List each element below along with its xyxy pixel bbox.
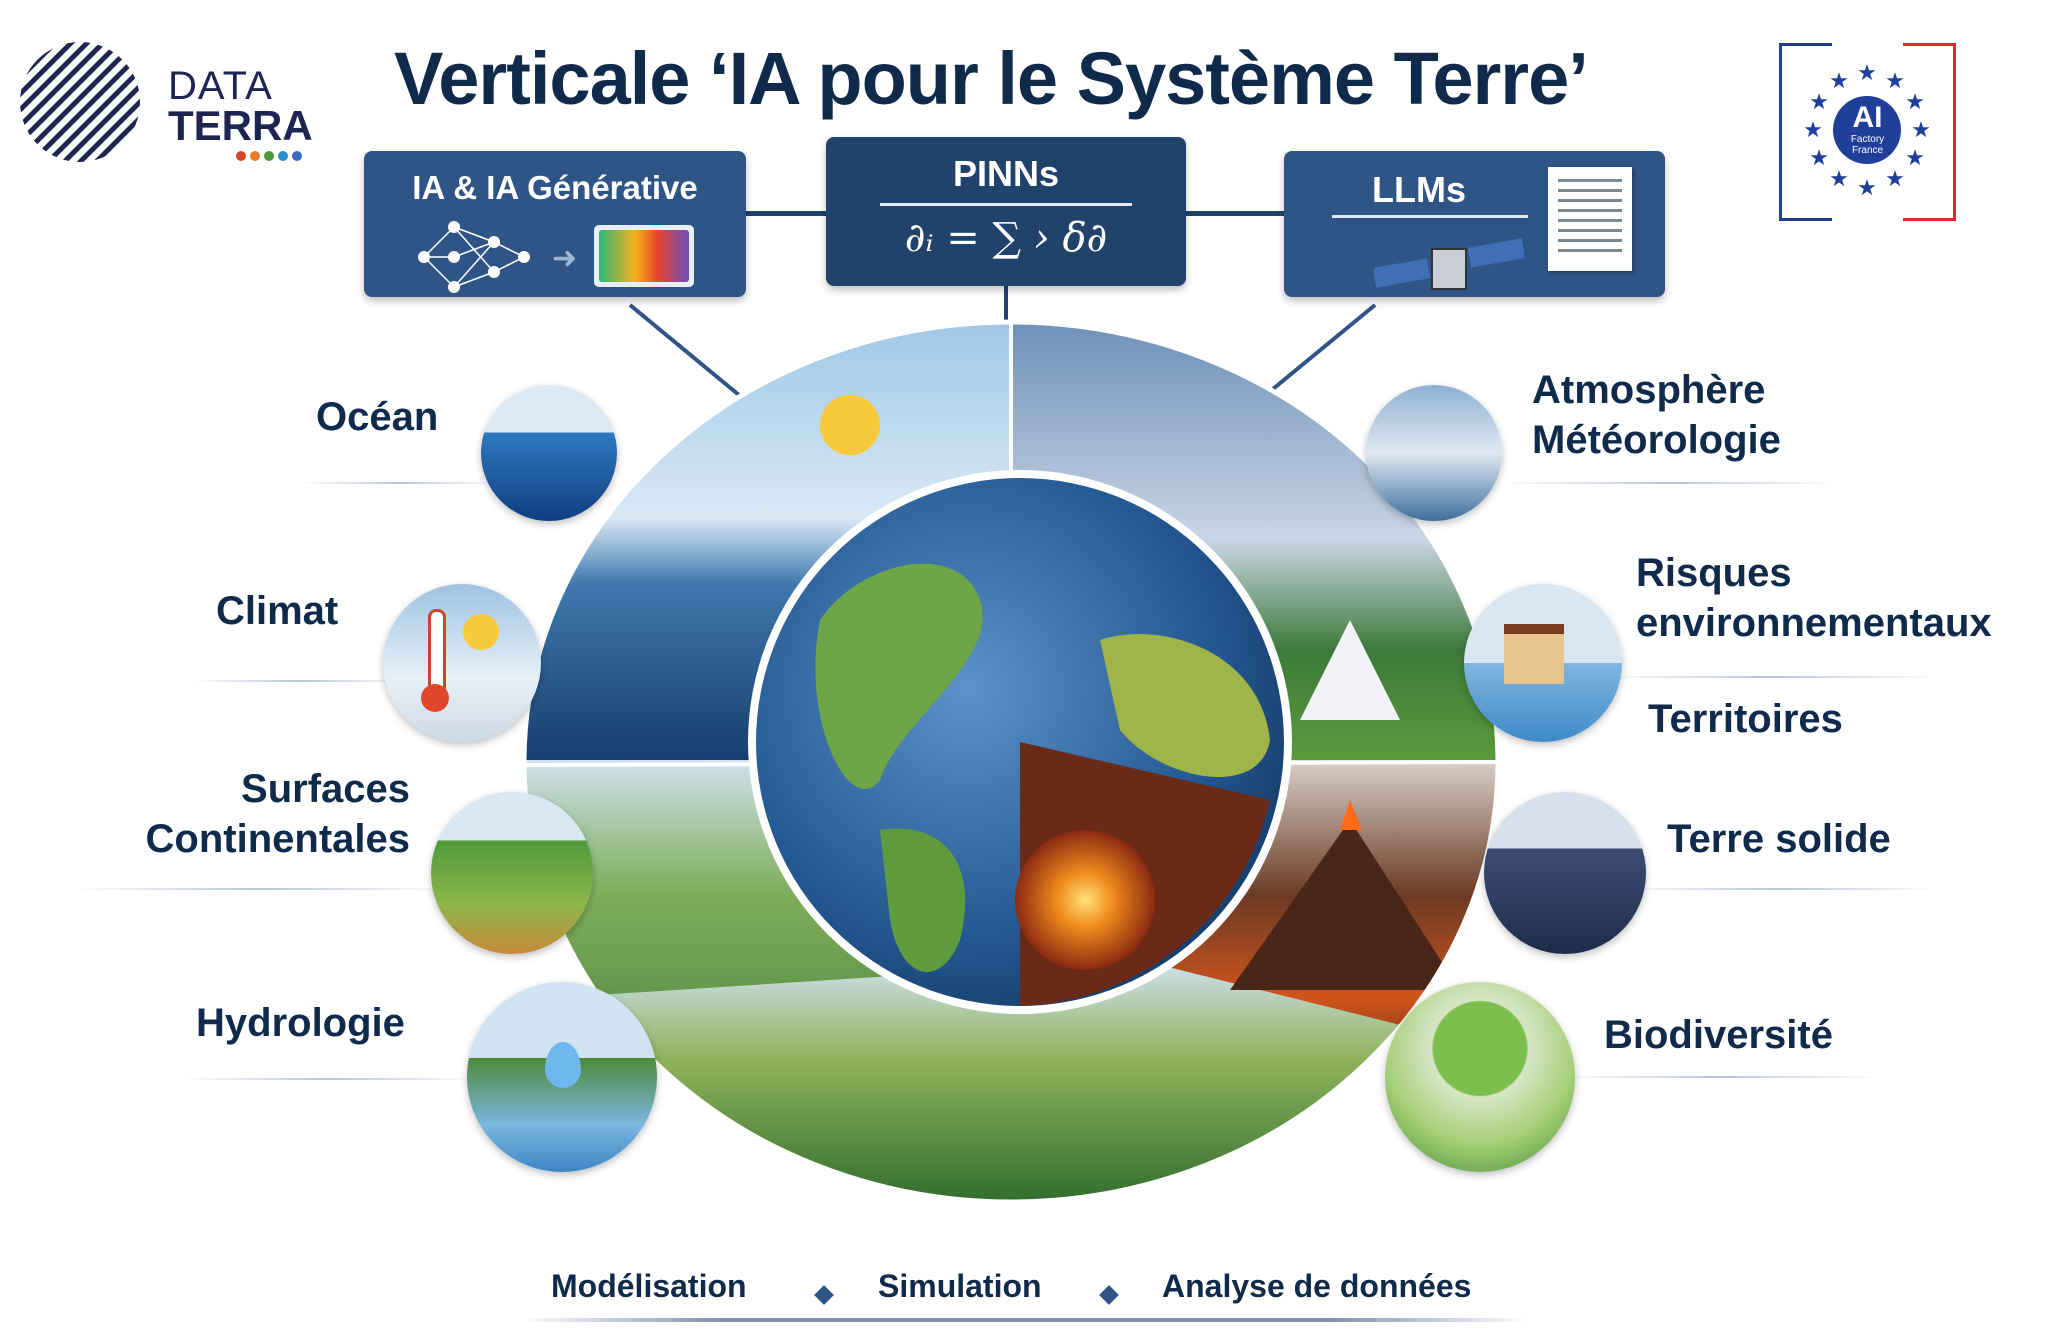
- svg-text:★: ★: [1809, 146, 1829, 171]
- method-label: LLMs: [1372, 169, 1466, 210]
- label-line: Atmosphère: [1532, 368, 1766, 412]
- svg-text:★: ★: [1803, 118, 1823, 143]
- method-label: PINNs: [952, 153, 1060, 194]
- eu-stars-icon: ★★★★ ★★★★ ★★★★: [1803, 61, 1931, 201]
- ai-text: AI: [1852, 101, 1883, 134]
- footer-underline: [520, 1318, 1530, 1322]
- continental-surfaces-icon: [431, 792, 593, 954]
- underline: [1500, 482, 1840, 484]
- hydrology-water-drop-icon: [467, 982, 657, 1172]
- neural-network-icon: [418, 221, 530, 293]
- svg-text:★: ★: [1905, 146, 1925, 171]
- climate-thermometer-icon: [383, 584, 541, 742]
- underline: [70, 888, 450, 890]
- domain-label-biodiversite: Biodiversité: [1604, 1013, 1833, 1057]
- underline: [1600, 676, 1940, 678]
- connector-line: [746, 211, 826, 216]
- method-box-ia-generative: IA & IA Générative ➜: [364, 151, 746, 297]
- satellite-icon: [1374, 238, 1524, 290]
- domain-label-climat: Climat: [216, 589, 339, 633]
- label-line: Surfaces: [241, 767, 410, 811]
- svg-text:★: ★: [1829, 167, 1849, 192]
- method-label: IA & IA Générative: [412, 169, 698, 206]
- svg-text:★: ★: [1829, 69, 1849, 94]
- label-line: Météorologie: [1532, 418, 1781, 462]
- data-terra-logo: DATA TERRA: [18, 40, 328, 170]
- divider: [880, 203, 1132, 206]
- domain-label-risques: Risques environnementaux: [1636, 548, 1992, 648]
- underline: [1560, 1076, 1880, 1078]
- domain-label-terre-solide: Terre solide: [1667, 817, 1891, 861]
- domain-label-ocean: Océan: [316, 395, 439, 439]
- striped-circle-icon: [20, 42, 140, 162]
- domain-label-hydrologie: Hydrologie: [196, 1001, 405, 1045]
- svg-text:★: ★: [1857, 176, 1877, 201]
- domain-label-surfaces: Surfaces Continentales: [60, 764, 410, 864]
- document-icon: [1548, 167, 1632, 271]
- page-title: Verticale ‘IA pour le Système Terre’: [394, 37, 1589, 120]
- label-line: Continentales: [145, 817, 410, 861]
- method-box-llms: LLMs: [1284, 151, 1665, 297]
- factory-text: Factory: [1850, 134, 1885, 145]
- flooded-house-icon: [1464, 584, 1622, 742]
- svg-text:★: ★: [1809, 90, 1829, 115]
- underline: [190, 680, 410, 682]
- underline: [180, 1078, 480, 1080]
- footer-item-simulation: Simulation: [878, 1268, 1042, 1304]
- generated-image-icon: [594, 225, 694, 287]
- footer-item-modelisation: Modélisation: [551, 1268, 747, 1304]
- svg-text:★: ★: [1911, 118, 1931, 143]
- svg-text:★: ★: [1905, 90, 1925, 115]
- svg-text:★: ★: [1885, 167, 1905, 192]
- ocean-wave-icon: [481, 385, 617, 521]
- underline: [300, 482, 500, 484]
- svg-text:★: ★: [1885, 69, 1905, 94]
- ai-factory-logo: ★★★★ ★★★★ ★★★★ AI Factory France: [1779, 43, 1956, 221]
- connector-line: [1186, 211, 1284, 216]
- footer-item-analyse: Analyse de données: [1162, 1268, 1472, 1304]
- mountain-seismic-icon: [1484, 792, 1646, 954]
- svg-text:★: ★: [1857, 61, 1877, 86]
- label-line: Risques: [1636, 551, 1792, 595]
- underline: [1620, 888, 1940, 890]
- divider: [1332, 215, 1528, 218]
- logo-dots: [236, 151, 302, 161]
- domain-label-atmosphere: Atmosphère Météorologie: [1532, 365, 1781, 465]
- method-box-pinns: PINNs ∂ᵢ = ∑ › δ∂: [826, 137, 1186, 286]
- logo-terra-text: TERRA: [168, 102, 313, 149]
- arrow-right-icon: ➜: [552, 242, 578, 275]
- pinns-formula: ∂ᵢ = ∑ › δ∂: [904, 215, 1108, 261]
- biodiversity-tree-icon: [1385, 982, 1575, 1172]
- france-text: France: [1851, 145, 1884, 156]
- logo-data-text: DATA: [168, 64, 273, 108]
- label-line: environnementaux: [1636, 601, 1992, 645]
- storm-cloud-icon: [1366, 385, 1502, 521]
- domain-label-territoires: Territoires: [1648, 697, 1843, 741]
